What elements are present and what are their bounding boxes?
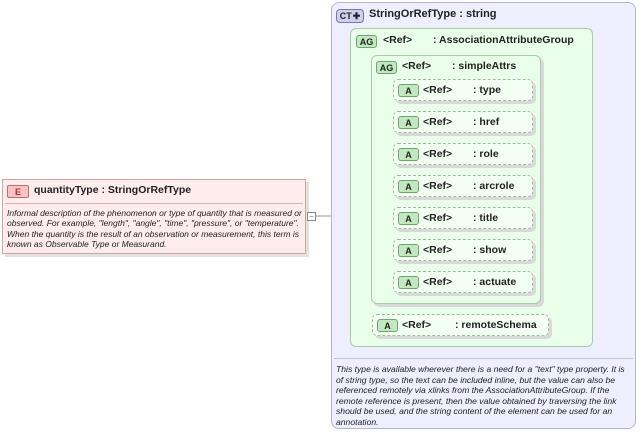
attribute-icon: A <box>398 212 419 225</box>
attribute-remote-schema[interactable]: A <Ref> : remoteSchema <box>372 314 549 336</box>
collapse-toggle-icon[interactable]: – <box>307 212 316 221</box>
attribute-badge-label: A <box>405 181 412 192</box>
attribute-name: : title <box>473 212 499 224</box>
element-title: quantityType : StringOrRefType <box>34 184 192 196</box>
attribute-actuate[interactable]: A <Ref> : actuate <box>393 271 533 293</box>
simple-attrs-ref: <Ref> <box>402 60 432 72</box>
element-badge-label: E <box>14 186 21 197</box>
attribute-icon: A <box>398 116 419 129</box>
complex-type-documentation: This type is available wherever there is… <box>336 364 625 427</box>
attribute-ref: <Ref> <box>402 319 432 331</box>
attribute-ref: <Ref> <box>423 84 453 96</box>
attribute-icon: A <box>398 180 419 193</box>
attribute-arcrole[interactable]: A <Ref> : arcrole <box>393 175 533 197</box>
element-documentation: Informal description of the phenomenon o… <box>7 208 302 250</box>
attribute-badge-label: A <box>405 117 412 128</box>
attribute-role[interactable]: A <Ref> : role <box>393 143 533 165</box>
attribute-group-icon: AG <box>356 35 377 48</box>
association-group-ref: <Ref> <box>383 34 413 46</box>
attribute-icon: A <box>398 84 419 97</box>
attribute-badge-label: A <box>405 149 412 160</box>
attribute-ref: <Ref> <box>423 244 453 256</box>
attribute-name: : arcrole <box>473 180 515 192</box>
plus-icon: ✚ <box>352 10 361 21</box>
attribute-ref: <Ref> <box>423 276 453 288</box>
complex-type-title: StringOrRefType : string <box>369 8 497 20</box>
attribute-badge-label: A <box>405 245 412 256</box>
attribute-ref: <Ref> <box>423 116 453 128</box>
complex-type-badge-label: CT <box>339 11 352 21</box>
element-quantity-type-box[interactable]: E quantityType : StringOrRefType Informa… <box>2 179 306 254</box>
attribute-title[interactable]: A <Ref> : title <box>393 207 533 229</box>
attribute-icon: A <box>377 319 398 332</box>
attribute-name: : show <box>473 244 507 256</box>
attribute-badge-label: A <box>405 277 412 288</box>
attribute-type[interactable]: A <Ref> : type <box>393 79 533 101</box>
attribute-group-badge-label: AG <box>379 62 394 73</box>
attribute-group-icon: AG <box>376 61 397 74</box>
attribute-name: : type <box>473 84 502 96</box>
attribute-icon: A <box>398 244 419 257</box>
simple-attrs-name: : simpleAttrs <box>452 60 517 72</box>
attribute-icon: A <box>398 148 419 161</box>
complex-type-icon: CT ✚ <box>336 9 364 23</box>
attribute-badge-label: A <box>384 320 391 331</box>
association-group-name: : AssociationAttributeGroup <box>433 34 574 46</box>
attribute-name: : remoteSchema <box>455 319 537 331</box>
attribute-group-badge-label: AG <box>359 36 374 47</box>
divider <box>334 358 633 359</box>
divider <box>5 203 303 204</box>
attribute-ref: <Ref> <box>423 148 453 160</box>
attribute-show[interactable]: A <Ref> : show <box>393 239 533 261</box>
attribute-ref: <Ref> <box>423 180 453 192</box>
element-icon: E <box>7 185 29 198</box>
attribute-name: : href <box>473 116 500 128</box>
attribute-name: : role <box>473 148 499 160</box>
attribute-name: : actuate <box>473 276 517 288</box>
attribute-href[interactable]: A <Ref> : href <box>393 111 533 133</box>
attribute-ref: <Ref> <box>423 212 453 224</box>
attribute-badge-label: A <box>405 213 412 224</box>
attribute-icon: A <box>398 276 419 289</box>
attribute-badge-label: A <box>405 85 412 96</box>
